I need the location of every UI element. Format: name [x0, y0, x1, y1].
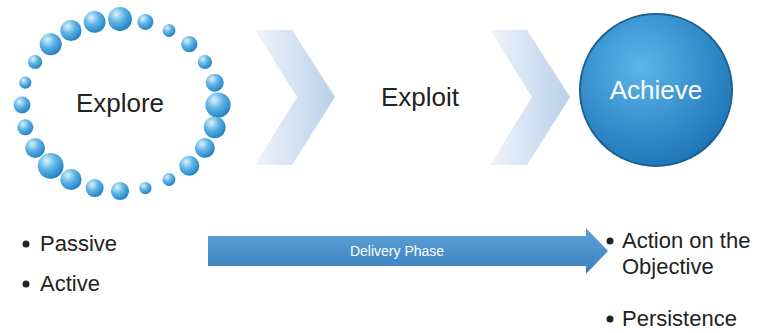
bubble — [60, 20, 81, 41]
delivery-arrow: Delivery Phase — [208, 228, 608, 274]
bubble — [25, 138, 45, 158]
bubble — [163, 24, 176, 37]
bubble — [86, 179, 104, 197]
bubble — [108, 7, 132, 31]
bullet-item: Action on the Objective — [622, 228, 772, 280]
bubble — [139, 182, 151, 194]
bubble — [163, 173, 176, 186]
bubble — [14, 97, 31, 114]
bubble — [111, 182, 129, 200]
chevron — [490, 30, 570, 165]
bubble — [137, 14, 153, 30]
bubble — [40, 33, 62, 55]
bullet-item: Active — [40, 271, 100, 297]
bullet — [23, 281, 30, 288]
bubble-ring — [14, 7, 231, 200]
bubble — [195, 138, 215, 158]
bubble — [206, 74, 224, 92]
bubble — [19, 77, 31, 89]
bubble — [179, 156, 199, 176]
stage-label: Exploit — [381, 82, 459, 112]
bubble — [17, 119, 33, 135]
bubble — [181, 36, 197, 52]
bubble — [198, 55, 212, 69]
bullet — [23, 241, 30, 248]
bullet — [607, 316, 614, 323]
bullet — [607, 238, 614, 245]
chevron — [255, 30, 335, 165]
bubble — [38, 153, 64, 179]
bullet-item: Persistence — [622, 306, 737, 332]
bubble — [60, 169, 81, 190]
bullet-item: Passive — [40, 231, 117, 257]
arrow-body: Delivery Phase — [208, 236, 586, 266]
node-text: Explore — [70, 88, 170, 119]
explore-node: Explore — [70, 84, 170, 119]
node-text: Achieve — [610, 75, 703, 106]
bubble — [205, 92, 230, 117]
bubble — [28, 55, 42, 69]
achieve-circle: Achieve — [578, 12, 734, 168]
bubble — [204, 116, 226, 138]
bubble — [84, 11, 106, 33]
node-text: Delivery Phase — [350, 243, 444, 259]
